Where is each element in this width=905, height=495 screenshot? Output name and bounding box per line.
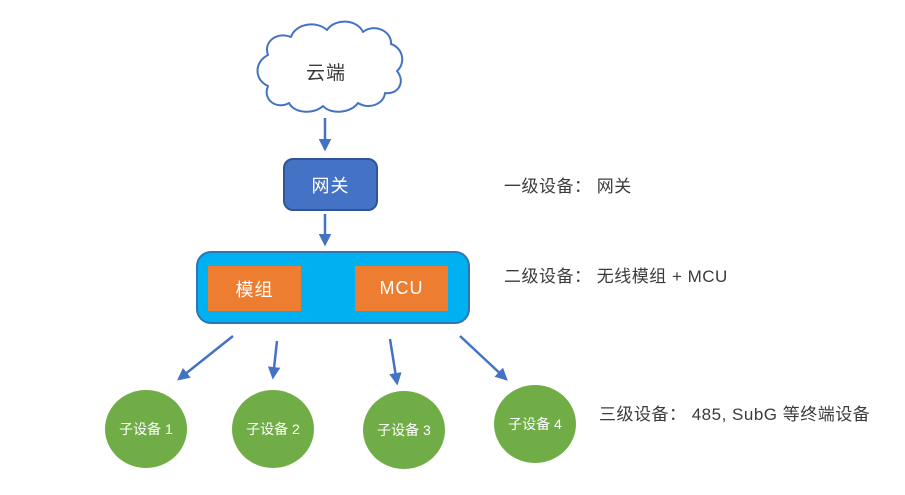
sub-device-3-label: 子设备 3 — [377, 422, 431, 438]
sub-device-2-label: 子设备 2 — [246, 421, 300, 437]
arrow-container-to-device-3 — [388, 338, 402, 386]
gateway-label: 网关 — [311, 175, 350, 196]
module-node: 模组 — [208, 266, 301, 311]
sub-device-2-node: 子设备 2 — [232, 390, 314, 468]
sub-device-1-node: 子设备 1 — [105, 390, 187, 468]
arrow-container-to-device-1 — [177, 335, 234, 381]
sub-device-4-label: 子设备 4 — [508, 416, 562, 432]
mcu-node: MCU — [355, 266, 448, 311]
sub-device-1-label: 子设备 1 — [119, 421, 173, 437]
arrow-container-to-device-4 — [459, 335, 508, 381]
mcu-label: MCU — [379, 278, 424, 298]
cloud-label: 云端 — [305, 63, 346, 84]
gateway-node: 网关 — [283, 158, 378, 211]
level-1-annotation: 一级设备： 网关 — [504, 177, 632, 196]
level-2-annotation: 二级设备： 无线模组 + MCU — [504, 267, 728, 286]
arrow-container-to-device-2 — [267, 340, 281, 380]
sub-device-3-node: 子设备 3 — [363, 391, 445, 469]
level-3-annotation: 三级设备： 485, SubG 等终端设备 — [599, 405, 871, 424]
cloud-shape — [256, 20, 404, 113]
sub-device-4-node: 子设备 4 — [494, 385, 576, 463]
module-label: 模组 — [235, 279, 274, 300]
